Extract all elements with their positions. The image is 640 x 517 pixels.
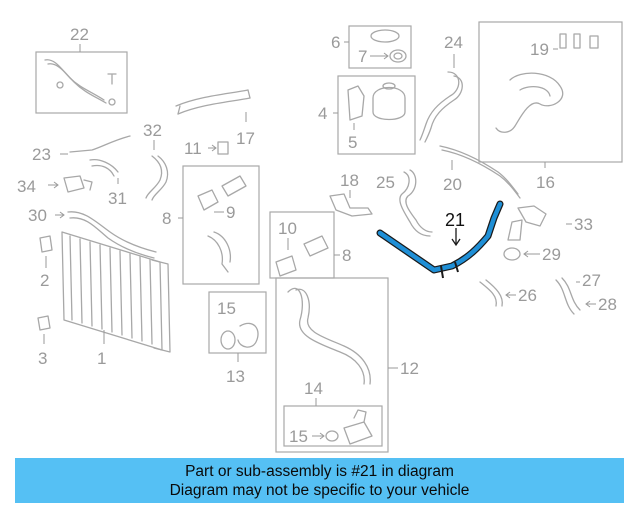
label-1[interactable]: 1 (97, 349, 106, 368)
label-11[interactable]: 11 (184, 139, 202, 158)
label-8b[interactable]: 8 (342, 246, 351, 265)
group-box-16 (478, 21, 623, 163)
label-3[interactable]: 3 (38, 349, 47, 368)
group-box-4 (337, 75, 416, 155)
label-6[interactable]: 6 (331, 33, 340, 52)
label-26[interactable]: 26 (518, 286, 537, 305)
banner-line-2: Diagram may not be specific to your vehi… (169, 481, 470, 499)
part-22-hose-edge (47, 63, 107, 104)
group-box-8 (182, 165, 260, 285)
label-18[interactable]: 18 (340, 171, 359, 190)
label-14[interactable]: 14 (304, 379, 323, 398)
label-23[interactable]: 23 (32, 145, 51, 164)
label-27[interactable]: 27 (582, 271, 601, 290)
label-15a[interactable]: 15 (217, 299, 236, 318)
label-12[interactable]: 12 (400, 359, 419, 378)
label-21-highlighted[interactable]: 21 (445, 210, 465, 230)
label-10[interactable]: 10 (278, 219, 297, 238)
label-9[interactable]: 9 (226, 203, 235, 222)
label-2[interactable]: 2 (40, 271, 49, 290)
part-21-coolant-pipe[interactable] (376, 200, 504, 279)
label-19[interactable]: 19 (530, 40, 549, 59)
label-33[interactable]: 33 (574, 215, 593, 234)
label-17[interactable]: 17 (236, 129, 255, 148)
info-banner: Part or sub-assembly is #21 in diagram D… (15, 458, 624, 503)
group-box-12 (275, 277, 389, 453)
group-box-6 (348, 25, 412, 69)
label-22[interactable]: 22 (70, 25, 89, 44)
label-25[interactable]: 25 (376, 173, 395, 192)
label-24[interactable]: 24 (444, 33, 463, 52)
label-20[interactable]: 20 (443, 175, 462, 194)
label-31[interactable]: 31 (108, 189, 127, 208)
label-16[interactable]: 16 (536, 173, 555, 192)
group-box-22 (35, 51, 128, 114)
label-8a[interactable]: 8 (162, 209, 171, 228)
label-15b[interactable]: 15 (289, 427, 308, 446)
label-4[interactable]: 4 (318, 104, 327, 123)
group-box-14 (283, 405, 383, 447)
label-30[interactable]: 30 (28, 206, 47, 225)
label-28[interactable]: 28 (598, 295, 617, 314)
label-13[interactable]: 13 (226, 367, 245, 386)
part-22-hose (44, 59, 105, 101)
label-5[interactable]: 5 (348, 133, 357, 152)
banner-line-1: Part or sub-assembly is #21 in diagram (185, 462, 454, 480)
label-34[interactable]: 34 (17, 177, 36, 196)
label-7[interactable]: 7 (358, 47, 367, 66)
label-32[interactable]: 32 (143, 121, 162, 140)
label-29[interactable]: 29 (542, 245, 561, 264)
